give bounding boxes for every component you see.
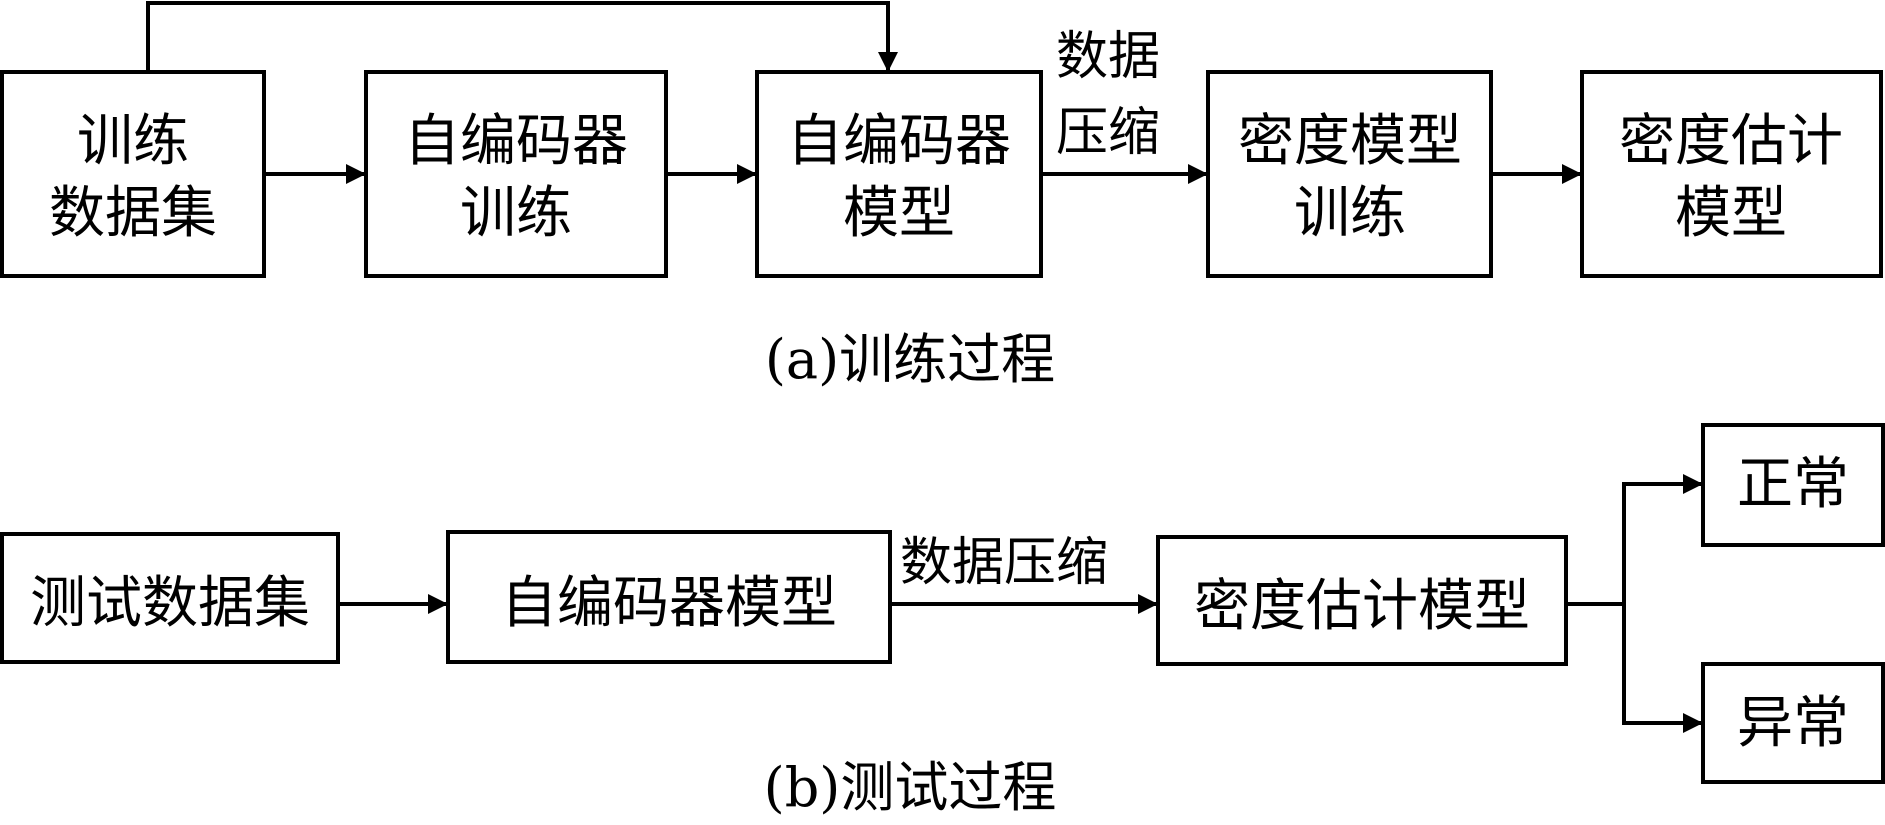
box-density-estimation-model bbox=[1580, 70, 1883, 278]
label-test-dataset: 测试数据集 bbox=[30, 571, 310, 636]
box-test-dataset bbox=[0, 532, 340, 664]
caption-testing: (b)测试过程 bbox=[764, 756, 1057, 819]
label-density-training-2: 训练 bbox=[1294, 181, 1406, 246]
box-abnormal bbox=[1701, 662, 1885, 784]
box-normal bbox=[1701, 423, 1885, 547]
box-autoencoder-model bbox=[755, 70, 1043, 278]
label-test-density-estimation: 密度估计模型 bbox=[1194, 574, 1530, 639]
testing-labels: 测试数据集 自编码器模型 密度估计模型 正常 异常 数据压缩 (b)测试过程 bbox=[30, 452, 1849, 819]
label-ae-model-1: 自编码器 bbox=[787, 109, 1011, 174]
label-test-ae-model: 自编码器模型 bbox=[501, 571, 837, 636]
training-labels: 训练 数据集 自编码器 训练 自编码器 模型 密度模型 训练 密度估计 模型 数… bbox=[49, 27, 1843, 391]
testing-process bbox=[0, 423, 1885, 784]
edge-label-data-compression-2: 压缩 bbox=[1056, 103, 1160, 163]
label-training-dataset-1: 训练 bbox=[77, 109, 189, 174]
label-ae-training-1: 自编码器 bbox=[404, 109, 628, 174]
label-density-estimation-2: 模型 bbox=[1675, 181, 1787, 246]
label-normal: 正常 bbox=[1737, 452, 1849, 517]
label-abnormal: 异常 bbox=[1737, 691, 1849, 756]
box-autoencoder-training bbox=[364, 70, 668, 278]
box-test-density-estimation bbox=[1156, 535, 1568, 666]
edge-label-test-data-compression: 数据压缩 bbox=[900, 533, 1108, 593]
label-ae-training-2: 训练 bbox=[460, 181, 572, 246]
label-density-estimation-1: 密度估计 bbox=[1619, 109, 1843, 174]
label-training-dataset-2: 数据集 bbox=[49, 181, 217, 246]
box-training-dataset bbox=[0, 70, 266, 278]
label-density-training-1: 密度模型 bbox=[1238, 109, 1462, 174]
caption-training: (a)训练过程 bbox=[765, 328, 1055, 391]
box-test-ae-model bbox=[446, 530, 892, 664]
label-ae-model-2: 模型 bbox=[843, 181, 955, 246]
arrow-dataset-to-ae-model bbox=[146, 1, 898, 72]
edge-label-data-compression-1: 数据 bbox=[1056, 27, 1160, 87]
training-process bbox=[0, 1, 1883, 278]
